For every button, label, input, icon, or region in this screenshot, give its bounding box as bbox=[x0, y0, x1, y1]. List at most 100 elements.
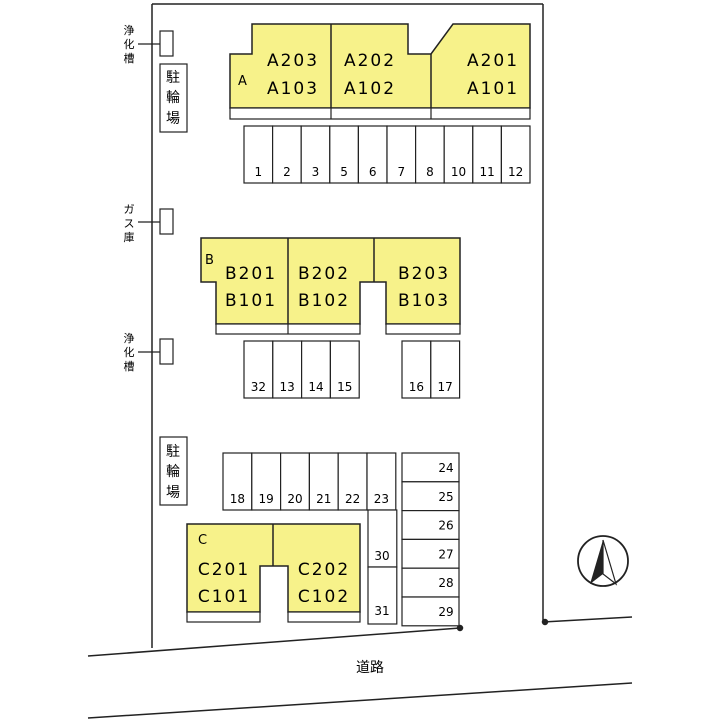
unit-label: C101 bbox=[198, 587, 250, 607]
parking-stall bbox=[443, 125, 474, 184]
parking-stall bbox=[222, 452, 253, 511]
parking-stall-number: 6 bbox=[369, 165, 377, 179]
parking-stall-number: 12 bbox=[508, 165, 523, 179]
parking-stall bbox=[401, 596, 460, 627]
parking-stall bbox=[272, 125, 302, 184]
unit-label: A101 bbox=[467, 79, 519, 99]
parking-stall-number: 17 bbox=[438, 380, 453, 394]
parking-stall-number: 11 bbox=[479, 165, 494, 179]
building-a bbox=[229, 23, 531, 120]
septic-label-char: 浄 bbox=[124, 331, 135, 345]
parking-stall bbox=[401, 452, 460, 483]
parking-stall-number: 32 bbox=[251, 380, 266, 394]
parking-stall-number: 8 bbox=[426, 165, 434, 179]
parking-stall-number: 27 bbox=[438, 547, 453, 561]
parking-stall-number: 20 bbox=[287, 492, 302, 506]
gas-label-char: 庫 bbox=[124, 230, 135, 244]
parking-stall-number: 28 bbox=[438, 576, 453, 590]
parking-stall bbox=[472, 125, 502, 184]
parking-stall bbox=[367, 509, 398, 568]
bike-label-char: 場 bbox=[166, 485, 180, 501]
unit-label: A102 bbox=[344, 79, 396, 99]
north-arrow-icon bbox=[577, 535, 629, 587]
parking-stall bbox=[430, 340, 461, 399]
parking-stall-number: 25 bbox=[438, 490, 453, 504]
parking-stall-number: 10 bbox=[451, 165, 466, 179]
unit-label: B101 bbox=[225, 291, 277, 311]
parking-stall-number: 23 bbox=[374, 492, 389, 506]
parking-stall bbox=[401, 510, 460, 541]
unit-label: B202 bbox=[298, 264, 350, 284]
unit-label: B103 bbox=[398, 291, 450, 311]
parking-stall-number: 21 bbox=[316, 492, 331, 506]
parking-stall bbox=[401, 481, 460, 512]
septic-label-char: 化 bbox=[124, 37, 135, 51]
unit-label: C201 bbox=[198, 560, 250, 580]
parking-stall-number: 22 bbox=[345, 492, 360, 506]
parking-stall bbox=[366, 452, 397, 511]
septic-label-char: 槽 bbox=[124, 360, 135, 373]
parking-stall bbox=[243, 125, 274, 184]
unit-label: A203 bbox=[267, 51, 319, 71]
parking-stall bbox=[300, 125, 331, 184]
parking-stall-number: 14 bbox=[308, 380, 323, 394]
parking-stall bbox=[337, 452, 368, 511]
unit-label: A103 bbox=[267, 79, 319, 99]
parking-stall-number: 7 bbox=[397, 165, 405, 179]
septic-label-char: 浄 bbox=[124, 23, 135, 37]
parking-stall bbox=[401, 340, 432, 399]
gas-storage: ガ ス 庫 bbox=[124, 203, 174, 244]
parking-stall-number: 5 bbox=[340, 165, 348, 179]
septic-label-char: 槽 bbox=[124, 52, 135, 65]
parking-stall-number: 15 bbox=[337, 380, 352, 394]
parking-stall-number: 16 bbox=[409, 380, 424, 394]
building-b bbox=[200, 237, 461, 335]
building-c bbox=[186, 523, 361, 623]
parking-stall bbox=[329, 340, 360, 399]
bike-label-char: 場 bbox=[166, 111, 180, 127]
parking-stall bbox=[243, 340, 274, 399]
unit-label: A201 bbox=[467, 51, 519, 71]
bike-parking-1: 駐 輪 場 bbox=[159, 63, 188, 133]
septic-tank-2: 浄 化 槽 bbox=[124, 331, 174, 373]
unit-label: C202 bbox=[298, 560, 350, 580]
property-boundary bbox=[151, 3, 544, 648]
parking-stall bbox=[367, 566, 398, 625]
parking-stall-number: 18 bbox=[230, 492, 245, 506]
road bbox=[87, 616, 633, 719]
parking-stall bbox=[500, 125, 531, 184]
unit-label: B201 bbox=[225, 264, 277, 284]
parking-stall-number: 3 bbox=[312, 165, 320, 179]
building-c-label: C bbox=[198, 533, 207, 548]
parking-stall-number: 13 bbox=[280, 380, 295, 394]
unit-label: C102 bbox=[298, 587, 350, 607]
unit-label: B102 bbox=[298, 291, 350, 311]
parking-stall bbox=[308, 452, 339, 511]
bike-label-char: 駐 bbox=[166, 444, 180, 460]
parking-stall-number: 29 bbox=[438, 605, 453, 619]
gas-label-char: ガ bbox=[124, 203, 135, 216]
parking-stall-number: 26 bbox=[438, 519, 453, 533]
parking-stall-number: 19 bbox=[259, 492, 274, 506]
parking-stall-number: 1 bbox=[254, 165, 262, 179]
building-b-label: B bbox=[205, 253, 214, 268]
parking-stall-number: 2 bbox=[283, 165, 291, 179]
bike-label-char: 駐 bbox=[166, 70, 180, 86]
septic-label-char: 化 bbox=[124, 345, 135, 359]
unit-label: B203 bbox=[398, 264, 450, 284]
bike-parking-2: 駐 輪 場 bbox=[159, 436, 188, 506]
parking-stall-number: 24 bbox=[438, 461, 453, 475]
road-label: 道路 bbox=[356, 660, 384, 676]
unit-label: A202 bbox=[344, 51, 396, 71]
gas-label-char: ス bbox=[124, 217, 135, 230]
parking-stall-number: 30 bbox=[374, 549, 389, 563]
bike-label-char: 輪 bbox=[166, 89, 180, 106]
septic-tank-1: 浄 化 槽 bbox=[124, 23, 174, 65]
building-a-label: A bbox=[238, 74, 247, 89]
parking-stall bbox=[386, 125, 417, 184]
parking-stall bbox=[415, 125, 445, 184]
parking-stall-number: 31 bbox=[374, 604, 389, 618]
bike-label-char: 輪 bbox=[166, 463, 180, 480]
